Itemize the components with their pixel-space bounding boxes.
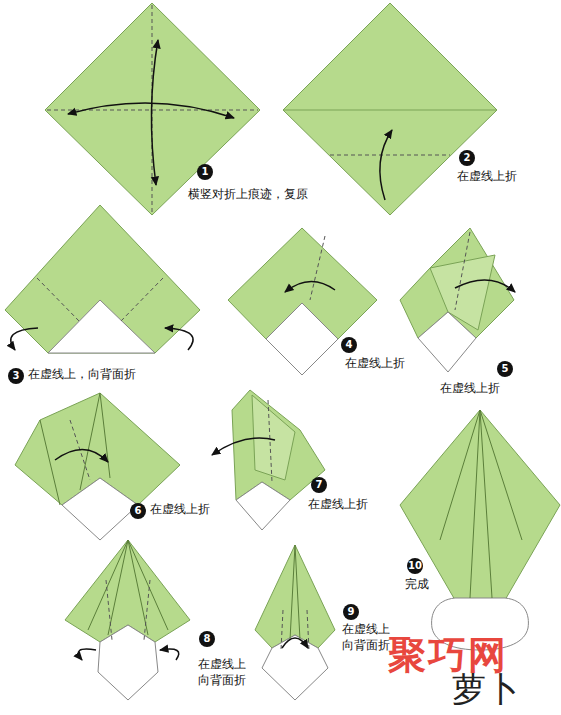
paper-folded bbox=[5, 205, 200, 353]
callout-number: 4 bbox=[341, 337, 357, 353]
instruction-text: 在虚线上 向背面折 bbox=[198, 656, 254, 688]
white-flap bbox=[98, 625, 158, 700]
carrot-leaves bbox=[400, 410, 560, 600]
callout-number: 5 bbox=[497, 361, 513, 377]
callout-number: 3 bbox=[8, 368, 24, 384]
callout-number: 2 bbox=[459, 150, 475, 166]
instruction-text: 横竖对折上痕迹，复原 bbox=[188, 186, 308, 202]
white-flap bbox=[262, 635, 328, 700]
instruction-text: 在虚线上折 bbox=[150, 501, 210, 517]
instruction-text: 在虚线上折 bbox=[345, 355, 405, 371]
callout-number: 10 bbox=[407, 558, 423, 574]
paper-fan bbox=[255, 545, 335, 648]
white-flap bbox=[266, 303, 338, 375]
instruction-text: 在虚线上折 bbox=[440, 380, 500, 396]
instruction-text: 在虚线上折 bbox=[457, 168, 517, 184]
callout-number: 1 bbox=[197, 164, 213, 180]
white-flap bbox=[418, 312, 476, 372]
white-flap bbox=[62, 478, 138, 540]
paper-square bbox=[45, 3, 260, 215]
instruction-text: 在虚线上折 bbox=[308, 496, 368, 512]
callout-number: 8 bbox=[199, 631, 215, 647]
paper-square bbox=[283, 3, 497, 215]
instruction-text: 在虚线上，向背面折 bbox=[28, 366, 136, 382]
callout-number: 9 bbox=[343, 604, 359, 620]
callout-number: 6 bbox=[130, 503, 146, 519]
watermark: 聚巧网 bbox=[388, 636, 508, 674]
white-flap bbox=[48, 300, 155, 353]
callout-number: 7 bbox=[311, 477, 327, 493]
white-flap bbox=[236, 482, 290, 530]
instruction-text: 完成 bbox=[405, 576, 429, 592]
title-text: 萝卜 bbox=[452, 672, 520, 706]
